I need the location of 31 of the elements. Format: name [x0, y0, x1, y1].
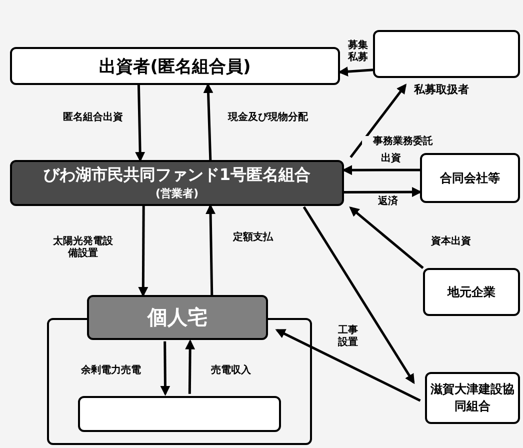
- rounded-box: [425, 372, 520, 424]
- dark-box: [10, 160, 344, 206]
- arrow: [344, 187, 422, 198]
- box-title: 個人宅: [148, 304, 208, 331]
- arrow: [342, 165, 420, 176]
- arrow: [350, 84, 407, 158]
- edge-label: 匿名組合出資: [62, 112, 124, 124]
- empty-box: [373, 30, 520, 78]
- arrow: [203, 83, 214, 160]
- box-title: 合同会社等: [440, 170, 500, 186]
- edge-label: 太陽光発電設備設置: [52, 236, 114, 260]
- arrow: [275, 328, 421, 402]
- empty-box: [78, 396, 281, 432]
- box-title: びわ湖市民共同ファンド1号匿名組合: [43, 165, 311, 186]
- rounded-box: [10, 47, 340, 85]
- arrow: [135, 84, 146, 162]
- arrow: [302, 206, 415, 384]
- arrow: [338, 66, 374, 77]
- rounded-box: [420, 153, 520, 203]
- box-title: 滋賀大津建設協同組合: [430, 381, 516, 415]
- arrow: [349, 206, 424, 269]
- box-title: 出資者(匿名組合員): [99, 56, 251, 78]
- dark-box: [87, 295, 268, 340]
- arrow: [160, 341, 170, 396]
- arrow: [206, 204, 216, 296]
- box-subtitle: (営業者): [155, 186, 199, 201]
- node-caption: 私募取扱者: [413, 84, 470, 96]
- rounded-box: [423, 268, 520, 316]
- box-title: 地元企業: [448, 284, 496, 300]
- arrow: [138, 206, 148, 297]
- arrow: [185, 339, 196, 394]
